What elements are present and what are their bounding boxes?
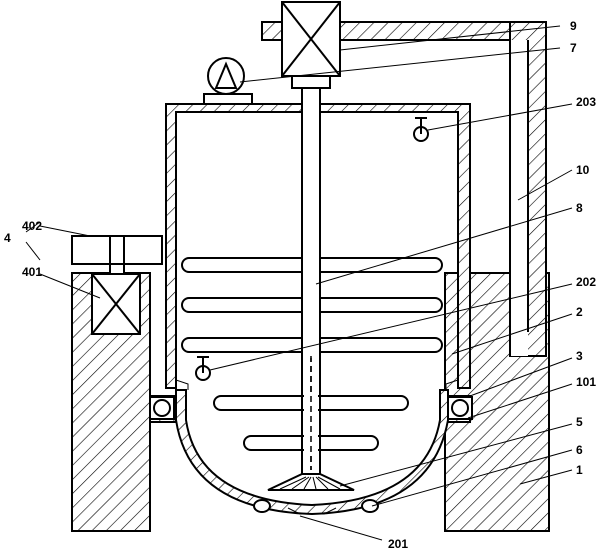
scraper-blade xyxy=(267,473,355,491)
label-203: 203 xyxy=(576,95,596,109)
outlet-201 xyxy=(287,507,337,515)
drive-402 xyxy=(71,235,163,265)
label-4: 4 xyxy=(4,231,11,245)
label-6: 6 xyxy=(576,443,583,457)
label-401: 401 xyxy=(22,265,42,279)
bottom-roller-left xyxy=(253,499,271,513)
right-bearing xyxy=(447,396,473,420)
label-402: 402 xyxy=(22,219,42,233)
leader-lines xyxy=(25,25,573,541)
label-10: 10 xyxy=(576,163,590,177)
label-101: 101 xyxy=(576,375,596,389)
label-201: 201 xyxy=(388,537,408,551)
label-7: 7 xyxy=(570,41,577,55)
label-3: 3 xyxy=(576,349,583,363)
label-2: 2 xyxy=(576,305,583,319)
sensor-203 xyxy=(413,117,429,142)
left-bearing xyxy=(149,396,175,420)
label-9: 9 xyxy=(570,19,577,33)
bottom-roller-right xyxy=(361,499,379,513)
vessel-wall xyxy=(165,103,471,389)
motor-coupling xyxy=(291,75,331,89)
label-8: 8 xyxy=(576,201,583,215)
drive-401 xyxy=(91,273,141,335)
label-202: 202 xyxy=(576,275,596,289)
label-1: 1 xyxy=(576,463,583,477)
sensor-202 xyxy=(195,356,211,381)
vessel-bottom-bowl xyxy=(175,389,449,516)
label-5: 5 xyxy=(576,415,583,429)
top-motor-box xyxy=(281,1,341,77)
pump-7 xyxy=(203,57,253,105)
